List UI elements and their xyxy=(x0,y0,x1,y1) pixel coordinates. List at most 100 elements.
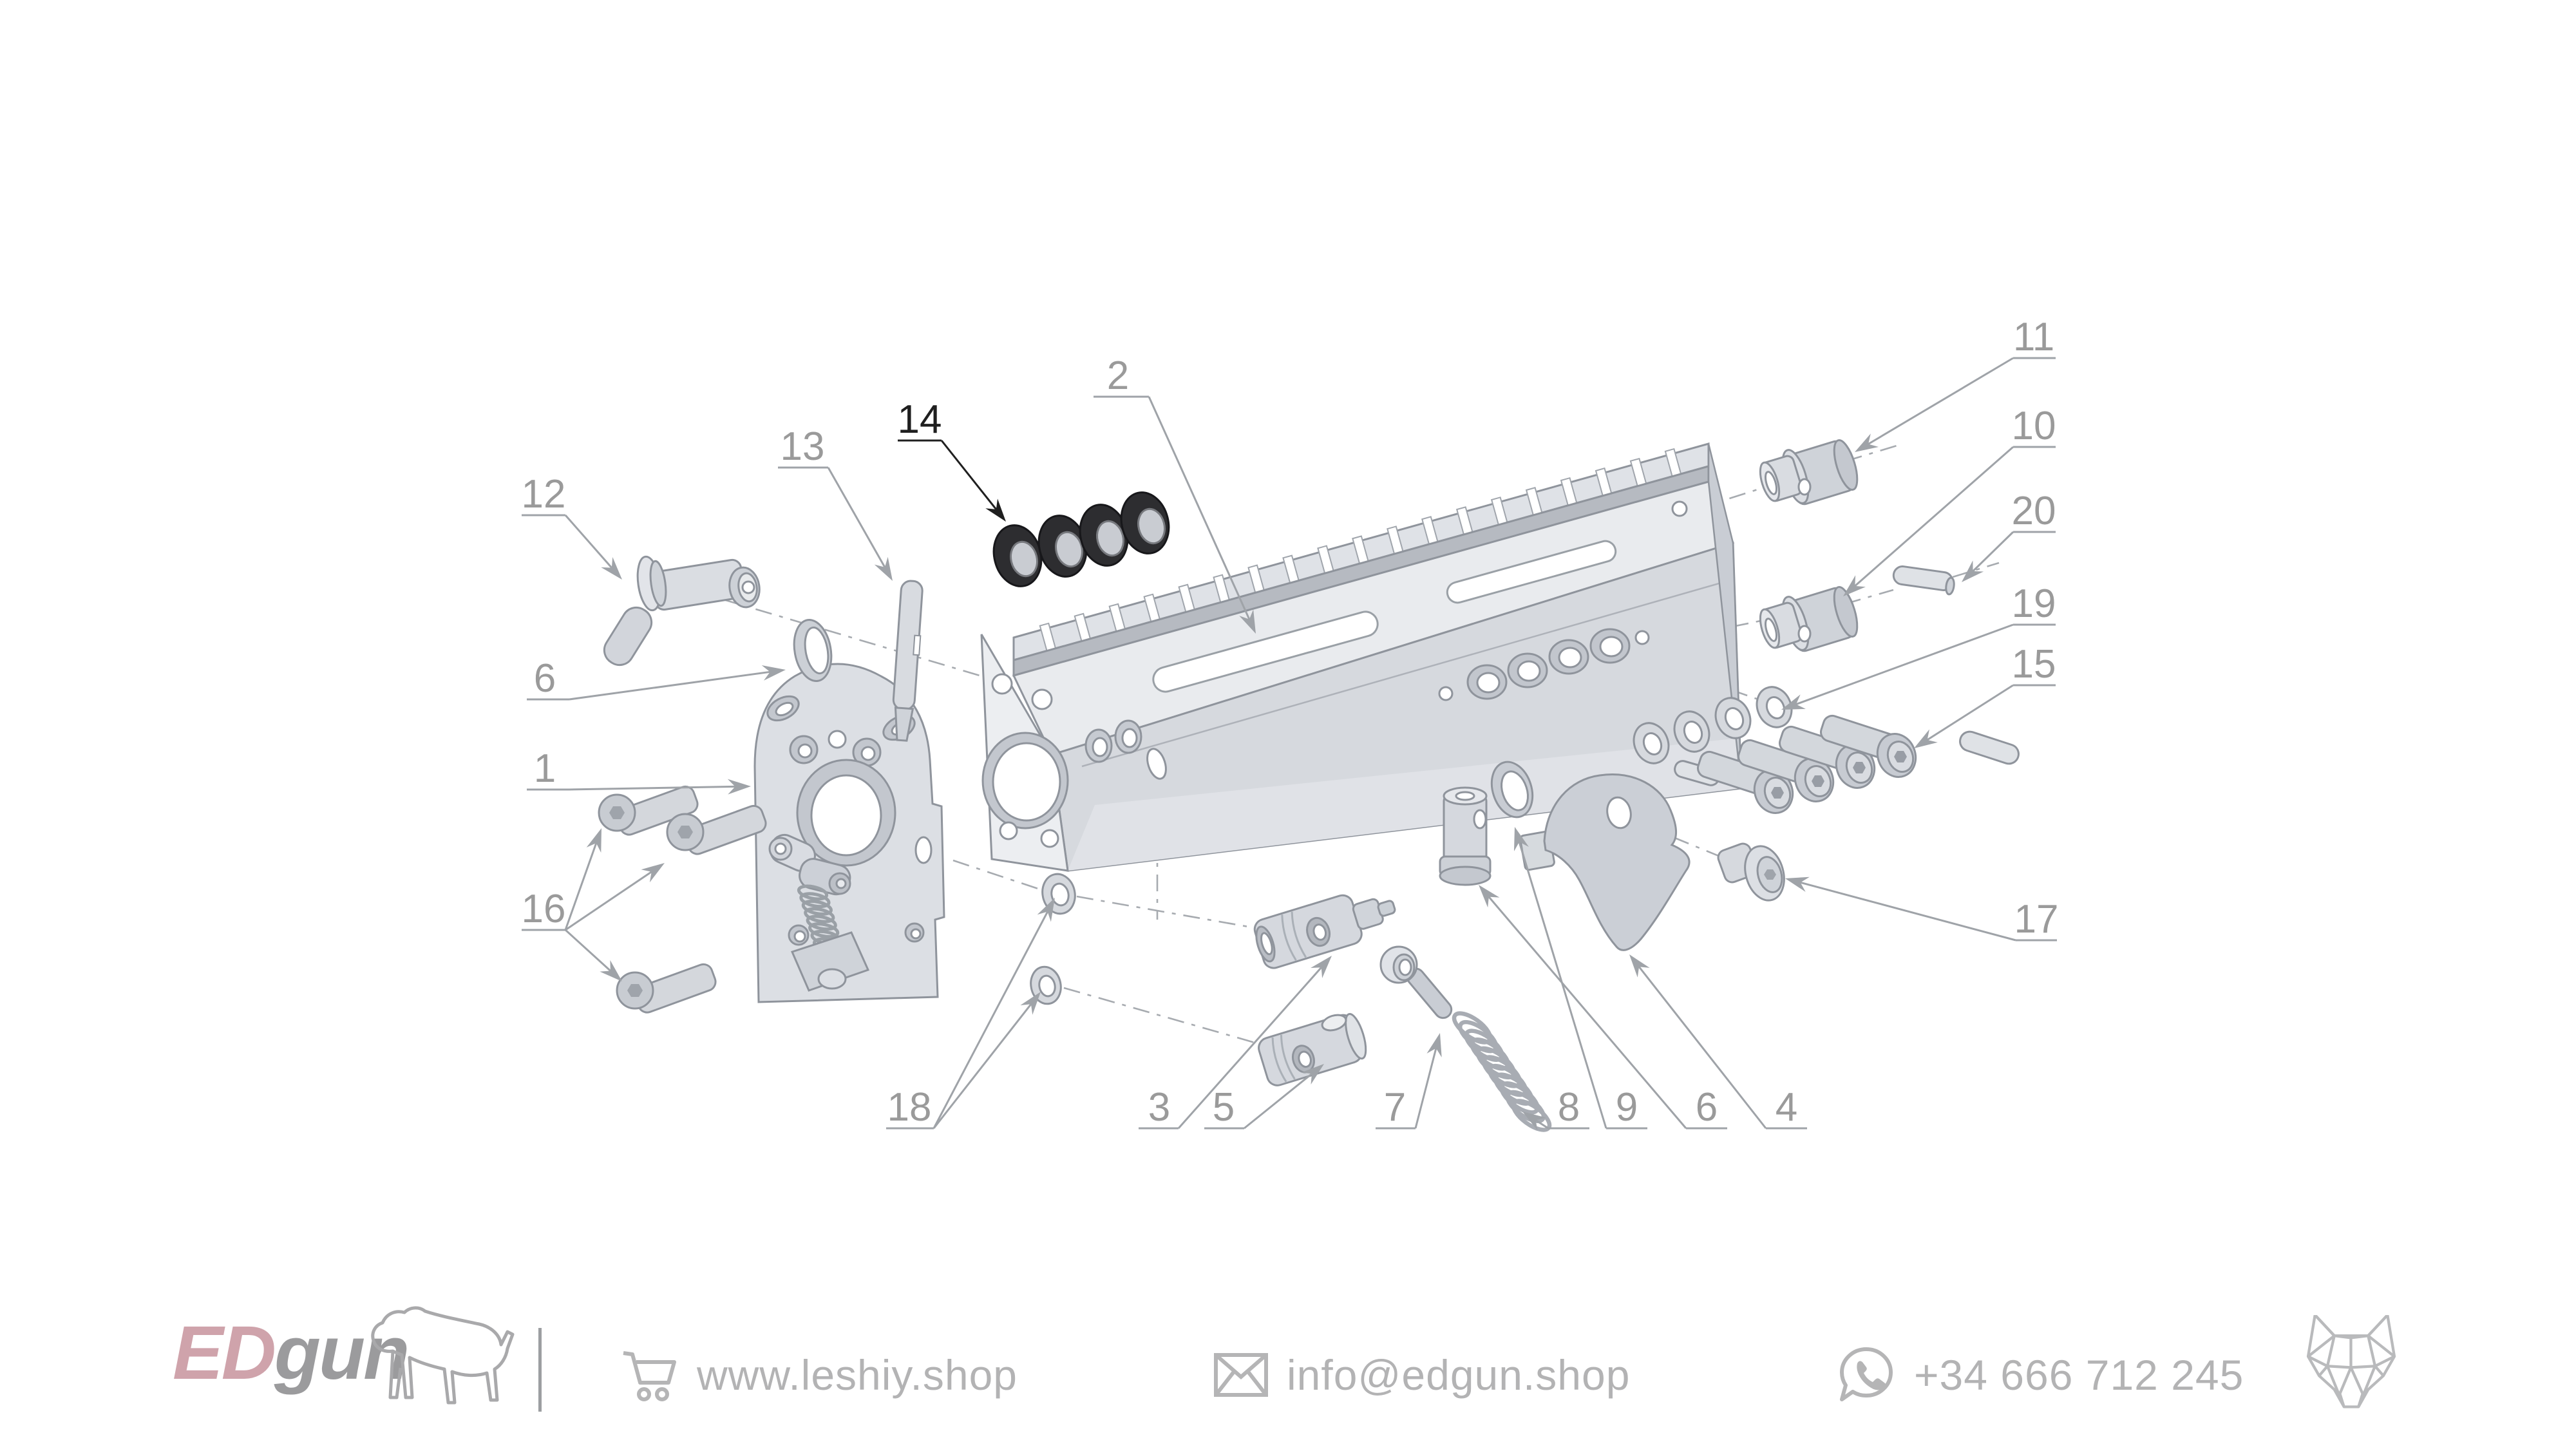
part-number: 13 xyxy=(781,424,825,469)
part-label-19: 19 xyxy=(1781,582,2056,710)
leader-arrowhead xyxy=(985,498,1006,522)
part-number: 14 xyxy=(898,397,942,442)
leader-line xyxy=(1414,1048,1437,1129)
part-label-13: 13 xyxy=(778,424,893,581)
leader-arrowhead xyxy=(1855,433,1879,452)
part-number: 18 xyxy=(887,1085,932,1130)
part-number: 6 xyxy=(534,656,556,701)
part-number: 16 xyxy=(522,887,566,931)
leader-arrowhead xyxy=(600,960,622,981)
leader-arrowhead xyxy=(727,779,751,795)
part-label-2: 2 xyxy=(1094,354,1256,634)
logo-gun: gun xyxy=(274,1311,410,1396)
part-8-spring xyxy=(1452,1011,1552,1132)
leader-line xyxy=(1800,881,2016,942)
leader-arrowhead xyxy=(1301,1064,1324,1084)
part-number: 17 xyxy=(2014,897,2059,942)
whatsapp-icon xyxy=(1840,1347,1893,1401)
part-11-bushing xyxy=(1759,439,1859,506)
phone-link[interactable]: +34 666 712 245 xyxy=(1837,1301,2244,1449)
part-label-12: 12 xyxy=(522,472,622,580)
leader-arrowhead xyxy=(1311,956,1332,978)
leader-arrowhead xyxy=(1522,1112,1546,1131)
part-14-black-bushings xyxy=(992,491,1170,587)
leader-arrowhead xyxy=(1020,992,1041,1015)
leader-line xyxy=(933,1003,1032,1129)
part-label-8: 8 xyxy=(1522,1085,1589,1131)
leader-arrowhead xyxy=(1914,729,1938,748)
part-label-7: 7 xyxy=(1376,1033,1442,1130)
website-text: www.leshiy.shop xyxy=(697,1351,1018,1399)
leader-line xyxy=(569,670,770,701)
part-number: 6 xyxy=(1696,1085,1718,1130)
part-label-6: 6 xyxy=(1479,885,1727,1130)
part-4-sear-lever xyxy=(1519,773,1690,951)
part-label-18: 18 xyxy=(886,898,1055,1130)
part-label-17: 17 xyxy=(1785,876,2059,942)
leader-arrowhead xyxy=(1629,954,1650,978)
leader-arrowhead xyxy=(1239,609,1256,634)
part-number: 15 xyxy=(2012,642,2056,687)
leader-line xyxy=(569,785,735,791)
picatinny-rail-teeth xyxy=(1039,448,1683,657)
leader-line xyxy=(564,929,611,972)
part-label-20: 20 xyxy=(1962,489,2056,582)
part-3-valve-cylinder xyxy=(1253,894,1396,969)
footer-divider xyxy=(538,1328,542,1412)
leader-line xyxy=(1535,1119,1549,1130)
part-label-15: 15 xyxy=(1914,642,2056,748)
email-link[interactable]: info@edgun.shop xyxy=(1213,1301,1630,1449)
leader-line xyxy=(1795,623,2014,705)
leader-line xyxy=(933,911,1048,1129)
edgun-logo: EDgun xyxy=(173,1315,410,1391)
part-number: 3 xyxy=(1148,1085,1170,1130)
leader-line xyxy=(564,842,598,931)
dog-logo-icon xyxy=(371,1306,515,1405)
spring-coil xyxy=(804,907,835,923)
part-number: 12 xyxy=(522,472,566,516)
plate-latch-assembly xyxy=(768,833,870,992)
leader-line xyxy=(1148,396,1251,620)
part-number: 19 xyxy=(2012,582,2056,626)
leader-arrowhead xyxy=(1426,1033,1442,1057)
leader-line xyxy=(1518,841,1607,1129)
part-number: 2 xyxy=(1107,354,1129,398)
leader-line xyxy=(1177,967,1322,1129)
leader-line xyxy=(565,871,652,931)
part-label-11: 11 xyxy=(1855,315,2056,452)
part-front-plate xyxy=(753,663,945,1003)
phone-text: +34 666 712 245 xyxy=(1914,1351,2244,1399)
part-7-ball-link xyxy=(1379,945,1453,1019)
part-6-oring-left xyxy=(793,618,833,683)
leader-arrowhead xyxy=(1785,876,1810,892)
leader-line xyxy=(827,467,886,568)
part-label-5: 5 xyxy=(1204,1064,1324,1130)
part-number: 9 xyxy=(1616,1085,1638,1130)
part-number: 7 xyxy=(1384,1085,1406,1130)
part-12-lever-plug xyxy=(603,555,761,667)
spring-coil xyxy=(808,922,840,938)
part-label-4: 4 xyxy=(1629,954,1807,1130)
part-label-3: 3 xyxy=(1139,956,1332,1130)
leader-arrowhead xyxy=(1781,694,1806,710)
website-link[interactable]: www.leshiy.shop xyxy=(620,1301,1018,1449)
leader-arrowhead xyxy=(1962,560,1984,582)
part-number: 5 xyxy=(1213,1085,1235,1130)
part-19-washers xyxy=(1633,686,1793,764)
footer: EDgun www.leshiy.shop info@edgun.shop +3… xyxy=(0,1301,2576,1449)
part-6-valve-bushing xyxy=(1439,786,1492,886)
part-16-cap-screws xyxy=(598,785,767,1014)
part-5-cylinder xyxy=(1258,1013,1367,1086)
spring-coil xyxy=(801,900,833,916)
email-text: info@edgun.shop xyxy=(1287,1351,1631,1399)
leader-line xyxy=(1854,446,2014,587)
leader-arrowhead xyxy=(586,828,601,853)
part-label-10: 10 xyxy=(1843,404,2056,596)
leader-arrowhead xyxy=(874,556,893,581)
part-10-bushing xyxy=(1759,586,1859,652)
part-label-6: 6 xyxy=(527,656,786,701)
leader-arrowhead xyxy=(1479,885,1500,908)
